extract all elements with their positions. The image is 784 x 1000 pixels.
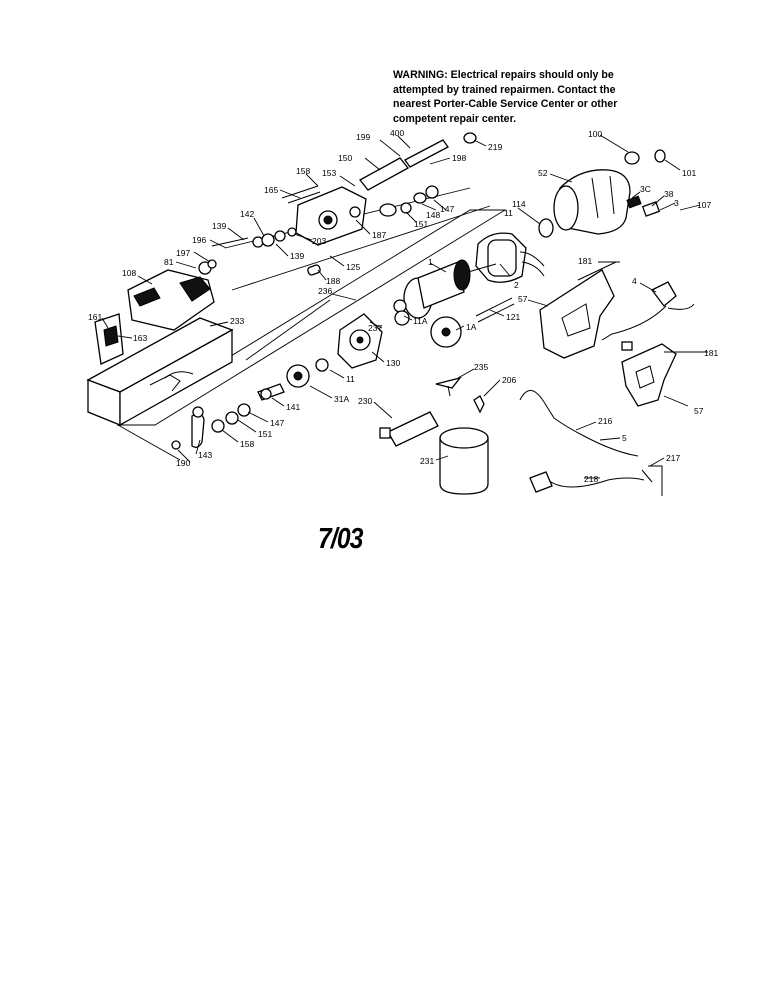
part-label: 81 [164, 257, 174, 267]
part-label: 151 [258, 429, 272, 439]
part-label: 231 [420, 456, 434, 466]
part-label: 141 [286, 402, 300, 412]
part-label: 2 [514, 280, 519, 290]
gear-case-icon [295, 186, 367, 246]
part-label: 237 [368, 323, 382, 333]
part-label: 158 [296, 166, 310, 176]
part-label: 217 [666, 453, 680, 463]
part-label: 130 [386, 358, 400, 368]
part-label: 181 [578, 256, 592, 266]
line-cord-icon [519, 390, 663, 496]
part-label: 52 [538, 168, 548, 178]
part-label: 197 [176, 248, 190, 258]
part-label: 57 [518, 294, 528, 304]
part-label: 5 [622, 433, 627, 443]
lubricant-tube-icon [379, 411, 439, 447]
part-label: 196 [192, 235, 206, 245]
warning-line: nearest Porter-Cable Service Center or o… [393, 98, 618, 110]
leader-lines [101, 134, 708, 479]
part-labels: 100 101 52 3C 38 3 107 114 11 1 2 181 4 … [88, 128, 718, 484]
part-label: 148 [426, 210, 440, 220]
part-label: 216 [598, 416, 612, 426]
assembly-box-outline [231, 205, 491, 291]
part-label: 38 [664, 189, 674, 199]
part-label: 108 [122, 268, 136, 278]
part-label: 11 [346, 374, 355, 384]
part-label: 153 [322, 168, 336, 178]
part-label: 151 [414, 219, 428, 229]
part-label: 139 [290, 251, 304, 261]
part-label: 1A [466, 322, 477, 332]
part-label: 57 [694, 406, 704, 416]
part-label: 236 [318, 286, 332, 296]
part-label: 188 [326, 276, 340, 286]
part-label: 206 [502, 375, 516, 385]
part-label: 139 [212, 221, 226, 231]
assembly-box-outline [117, 424, 181, 461]
part-label: 230 [358, 396, 372, 406]
bearing-plate-icon [315, 313, 383, 372]
revision-date: 7/03 [318, 523, 363, 555]
shaft-hardware-icon [211, 185, 321, 276]
part-label: 147 [270, 418, 284, 428]
assembly-box-outline [245, 299, 331, 361]
part-label: 235 [474, 362, 488, 372]
part-label: 107 [697, 200, 711, 210]
warning-notice: WARNING: Electrical repairs should only … [393, 68, 643, 126]
motor-housing-icon [553, 149, 666, 235]
part-label: 150 [338, 153, 352, 163]
part-label: 114 [512, 199, 526, 209]
part-label: 163 [133, 333, 147, 343]
part-label: 11A [413, 316, 428, 326]
part-label: 3 [674, 198, 679, 208]
part-label: 161 [88, 312, 102, 322]
gear-housing-icon [127, 259, 217, 331]
armature-icon [393, 259, 497, 319]
gear-shaft-icon [257, 364, 310, 401]
part-label: 143 [198, 450, 212, 460]
part-label: 218 [584, 474, 598, 484]
fan-icon [394, 297, 515, 348]
part-label: 31A [334, 394, 349, 404]
part-label: 190 [176, 458, 190, 468]
part-label: 101 [682, 168, 696, 178]
part-label: 400 [390, 128, 404, 138]
lubricant-can-icon [439, 427, 489, 495]
part-label: 198 [452, 153, 466, 163]
part-label: 233 [230, 316, 244, 326]
handle-icon [539, 261, 695, 359]
blade-clamp-icon [359, 132, 477, 217]
wobble-plate-icon [171, 403, 251, 450]
lower-handle-icon [621, 343, 690, 407]
part-label: 158 [240, 439, 254, 449]
warning-line: competent repair center. [393, 112, 517, 125]
warning-line: WARNING: Electrical repairs should only … [393, 69, 614, 81]
part-label: 121 [506, 312, 520, 322]
brush-icon [435, 376, 485, 414]
assembly-box-outline [116, 209, 507, 426]
carrying-case-icon [86, 317, 234, 427]
part-label: 11 [504, 208, 513, 218]
handle-bracket-icon [94, 313, 124, 365]
part-label: 219 [488, 142, 502, 152]
part-label: 1 [428, 257, 433, 267]
part-label: 142 [240, 209, 254, 219]
warning-line: attempted by trained repairmen. Contact … [393, 83, 616, 96]
field-assembly-icon [475, 218, 554, 283]
part-label: 165 [264, 185, 278, 195]
part-label: 181 [704, 348, 718, 358]
part-label: 147 [440, 204, 454, 214]
part-label: 203 [312, 236, 326, 246]
part-label: 3C [640, 184, 651, 194]
part-label: 199 [356, 132, 370, 142]
part-label: 187 [372, 230, 386, 240]
part-label: 125 [346, 262, 360, 272]
part-label: 100 [588, 129, 602, 139]
part-label: 4 [632, 276, 637, 286]
